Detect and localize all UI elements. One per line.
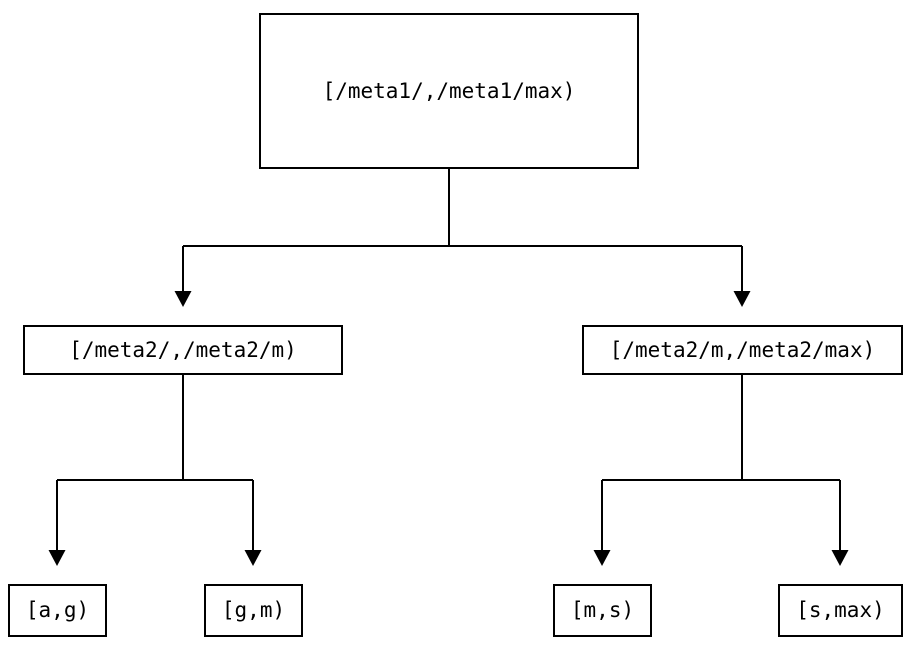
tree-node-root: [/meta1/,/meta1/max) [259,13,639,169]
arrow-down-icon [174,291,192,307]
arrow-down-icon [48,550,66,566]
tree-node-leaf-ms-label: [m,s) [570,598,635,622]
edge-meta2left-to-leaves [48,375,262,566]
tree-node-meta2-right-label: [/meta2/m,/meta2/max) [609,337,876,362]
edge-meta2right-to-leaves [593,375,849,566]
edge-root-to-children [174,169,751,307]
tree-node-leaf-gm: [g,m) [204,584,303,637]
arrow-down-icon [244,550,262,566]
tree-node-meta2-left: [/meta2/,/meta2/m) [23,325,343,375]
tree-node-meta2-right: [/meta2/m,/meta2/max) [582,325,903,375]
arrow-down-icon [593,550,611,566]
tree-node-leaf-ag: [a,g) [8,584,107,637]
tree-node-meta2-left-label: [/meta2/,/meta2/m) [69,337,297,362]
tree-node-leaf-ms: [m,s) [553,584,652,637]
tree-node-leaf-smax-label: [s,max) [796,598,885,622]
tree-node-leaf-smax: [s,max) [778,584,903,637]
tree-node-leaf-ag-label: [a,g) [25,598,90,622]
tree-node-leaf-gm-label: [g,m) [221,598,286,622]
arrow-down-icon [831,550,849,566]
tree-node-root-label: [/meta1/,/meta1/max) [322,78,576,103]
arrow-down-icon [733,291,751,307]
